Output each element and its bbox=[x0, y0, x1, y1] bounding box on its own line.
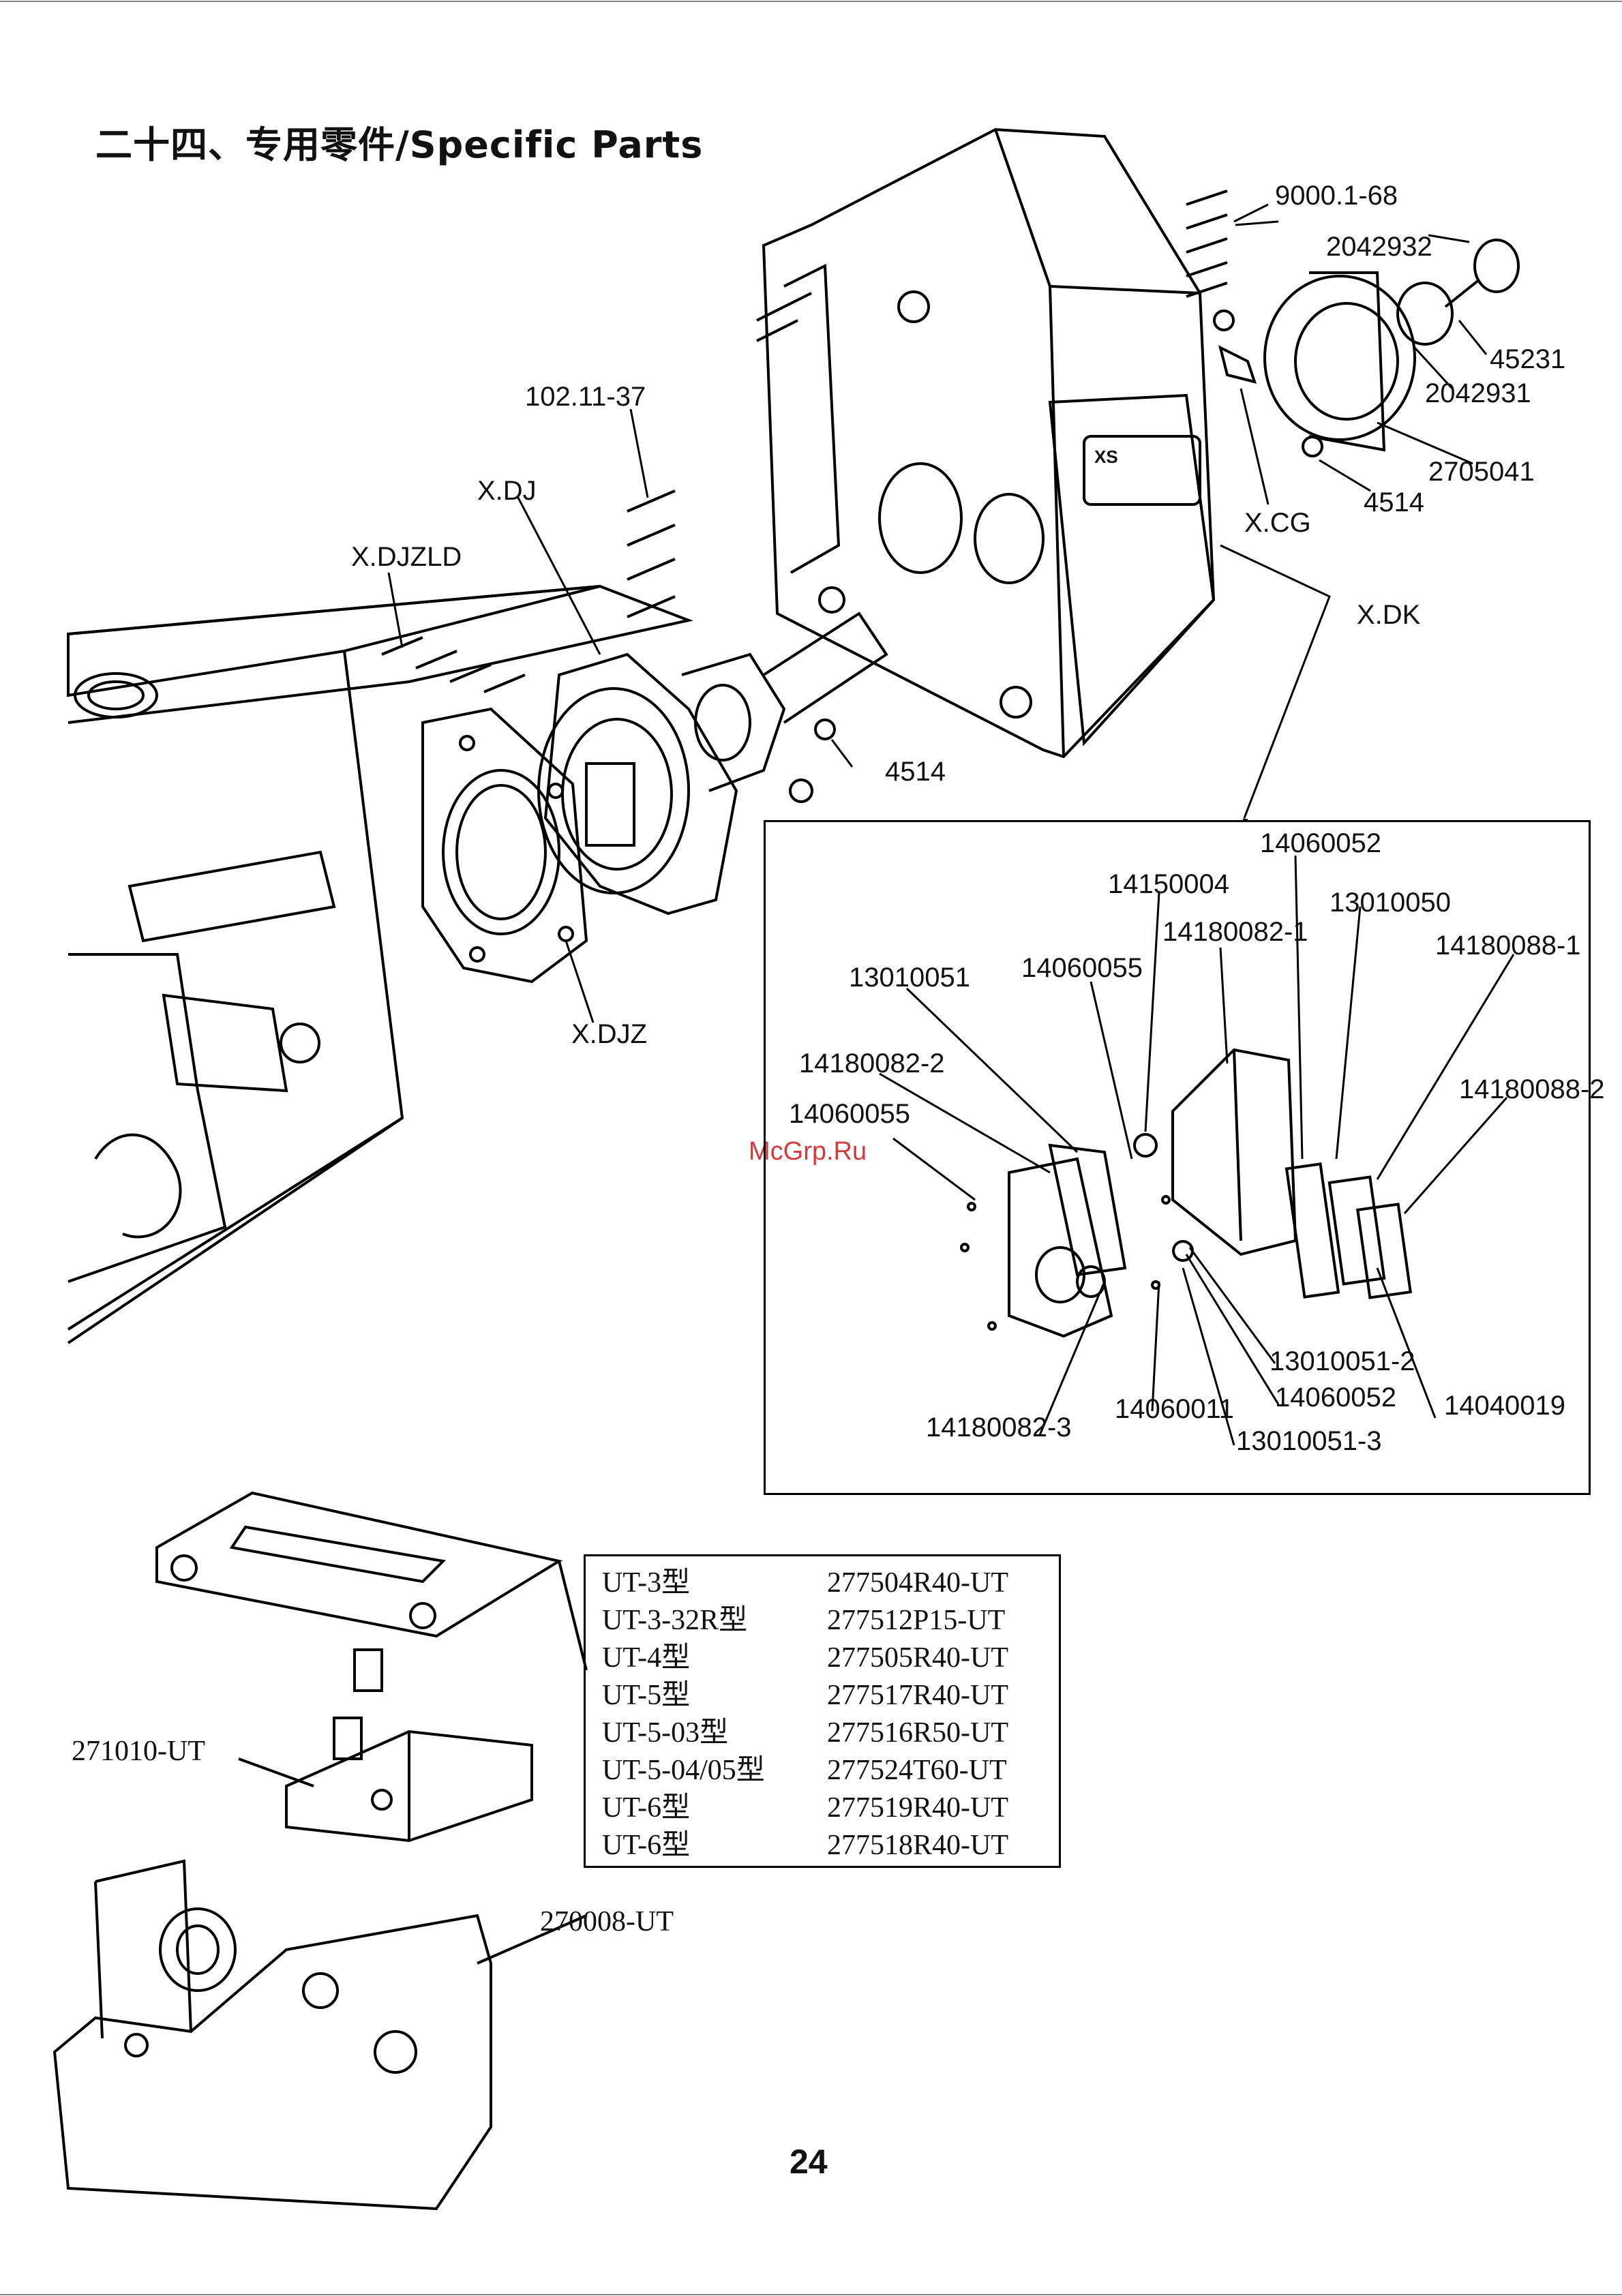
label-2705041: 2705041 bbox=[1428, 457, 1535, 487]
label-14060052-b: 14060052 bbox=[1275, 1383, 1396, 1413]
table-row: UT-3型 277504R40-UT bbox=[602, 1565, 1042, 1602]
label-14060052-a: 14060052 bbox=[1260, 828, 1381, 858]
page-number: 24 bbox=[790, 2143, 828, 2181]
table-row: UT-4型 277505R40-UT bbox=[602, 1640, 1042, 1677]
label-2042932: 2042932 bbox=[1326, 232, 1432, 262]
table-row: UT-6型 277518R40-UT bbox=[602, 1827, 1042, 1864]
label-2042931: 2042931 bbox=[1425, 378, 1531, 408]
leader-lines-detail bbox=[879, 818, 1515, 1446]
part-number: 277524T60-UT bbox=[827, 1755, 1007, 1786]
base-illustration bbox=[52, 1859, 587, 2211]
part-number: 277512P15-UT bbox=[827, 1605, 1006, 1636]
model-name: UT-4型 bbox=[602, 1642, 691, 1674]
model-name: UT-3-32R型 bbox=[602, 1605, 748, 1636]
part-number: 277519R40-UT bbox=[827, 1792, 1008, 1824]
part-number: 277517R40-UT bbox=[827, 1680, 1008, 1711]
page-title: 二十四、专用零件/Specific Parts bbox=[95, 123, 704, 166]
throat-plate-illustration bbox=[155, 1491, 588, 1671]
model-name: UT-5-04/05型 bbox=[602, 1755, 765, 1786]
label-13010050: 13010050 bbox=[1330, 888, 1451, 918]
part-number: 277516R50-UT bbox=[827, 1717, 1008, 1749]
motor-illustration bbox=[537, 611, 888, 916]
control-box-illustration bbox=[756, 127, 1216, 759]
label-13010051-3: 13010051-3 bbox=[1236, 1426, 1382, 1456]
model-name: UT-5-03型 bbox=[602, 1717, 729, 1749]
label-x-djz: X.DJZ bbox=[571, 1019, 648, 1049]
table-row: UT-5-04/05型 277524T60-UT bbox=[602, 1752, 1042, 1789]
part-number: 277518R40-UT bbox=[827, 1830, 1008, 1861]
table-row: UT-5-03型 277516R50-UT bbox=[602, 1715, 1042, 1752]
label-14180088-1: 14180088-1 bbox=[1435, 931, 1581, 961]
flange-illustration bbox=[421, 707, 588, 984]
label-x-dj: X.DJ bbox=[477, 476, 537, 506]
label-45231: 45231 bbox=[1490, 344, 1566, 374]
label-x-dk: X.DK bbox=[1357, 600, 1421, 630]
model-name: UT-5型 bbox=[602, 1680, 691, 1711]
label-14180082-1: 14180082-1 bbox=[1162, 917, 1308, 947]
bracket-illustration bbox=[238, 1648, 533, 1843]
table-row: UT-6型 277519R40-UT bbox=[602, 1789, 1042, 1827]
label-14180082-2: 14180082-2 bbox=[799, 1048, 945, 1078]
control-panel-exploded-illustration bbox=[960, 1048, 1413, 1338]
label-9000-1-68: 9000.1-68 bbox=[1275, 181, 1398, 211]
table-row: UT-5型 277517R40-UT bbox=[602, 1677, 1042, 1715]
machine-head-illustration bbox=[67, 584, 693, 1344]
label-102-11-37: 102.11-37 bbox=[525, 382, 646, 412]
watermark: McGrp.Ru bbox=[749, 1137, 867, 1166]
fan-assembly-illustration bbox=[1186, 190, 1520, 457]
label-14180088-2: 14180088-2 bbox=[1459, 1074, 1605, 1104]
model-name: UT-3型 bbox=[602, 1567, 691, 1599]
part-number: 277504R40-UT bbox=[827, 1567, 1008, 1599]
model-name: UT-6型 bbox=[602, 1830, 691, 1861]
model-name: UT-6型 bbox=[602, 1792, 691, 1824]
label-270008-ut: 270008-UT bbox=[540, 1906, 674, 1937]
screw-set-illustration bbox=[381, 489, 836, 803]
label-x-djzld: X.DJZLD bbox=[351, 542, 462, 572]
label-4514-mid: 4514 bbox=[885, 757, 946, 787]
label-14040019: 14040019 bbox=[1444, 1391, 1565, 1421]
label-14150004: 14150004 bbox=[1108, 869, 1229, 899]
label-14180082-3: 14180082-3 bbox=[926, 1413, 1072, 1442]
label-13010051-2: 13010051-2 bbox=[1270, 1346, 1415, 1376]
label-14060055-b: 14060055 bbox=[789, 1099, 910, 1129]
label-271010-ut: 271010-UT bbox=[72, 1736, 205, 1767]
part-number: 277505R40-UT bbox=[827, 1642, 1008, 1674]
model-part-table: UT-3型 277504R40-UT UT-3-32R型 277512P15-U… bbox=[584, 1554, 1061, 1868]
label-x-cg: X.CG bbox=[1244, 508, 1311, 538]
label-14060055-a: 14060055 bbox=[1021, 953, 1143, 983]
control-panel-detail-box bbox=[764, 820, 1591, 1495]
label-13010051: 13010051 bbox=[849, 963, 970, 993]
control-panel-brand: XS bbox=[1094, 447, 1118, 467]
table-row: UT-3-32R型 277512P15-UT bbox=[602, 1602, 1042, 1640]
leader-lines-top bbox=[387, 203, 1488, 1023]
label-14060011: 14060011 bbox=[1115, 1394, 1234, 1424]
label-4514-top: 4514 bbox=[1364, 487, 1424, 517]
